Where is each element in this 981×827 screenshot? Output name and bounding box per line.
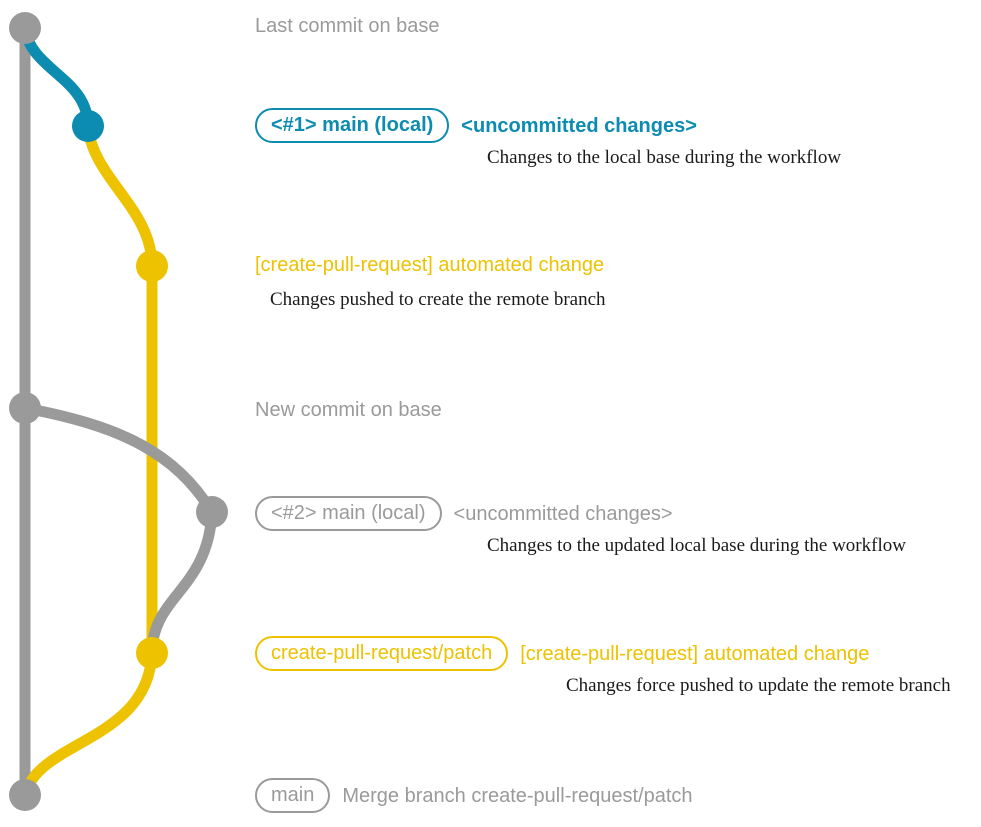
graph-node-local-2 <box>196 496 228 528</box>
headline-automated-change-1: [create-pull-request] automated change <box>255 254 605 276</box>
branch-tag-main-local-2[interactable]: <#2> main (local) <box>255 496 442 531</box>
description-automated-change-2: Changes force pushed to update the remot… <box>566 675 951 696</box>
description-local-uncommitted-1: Changes to the local base during the wor… <box>487 147 842 168</box>
branch-tag-main[interactable]: main <box>255 778 331 813</box>
graph-edge-base-to-local1 <box>19 22 94 132</box>
row-automated-change-1: [create-pull-request] automated change <box>255 255 604 275</box>
description-automated-change-1: Changes pushed to create the remote bran… <box>270 289 606 310</box>
headline-uncommitted-changes-2: <uncommitted changes> <box>453 502 673 525</box>
graph-node-local-1 <box>72 110 104 142</box>
row-local-uncommitted-1: <#1> main (local) <uncommitted changes> <box>255 108 697 143</box>
row-automated-change-2: create-pull-request/patch [create-pull-r… <box>255 636 869 671</box>
description-local-uncommitted-2: Changes to the updated local base during… <box>487 535 906 556</box>
graph-edge-local1-to-patch1 <box>82 120 158 272</box>
graph-edge-base-to-local2 <box>19 402 218 518</box>
headline-uncommitted-changes-1: <uncommitted changes> <box>461 114 697 137</box>
caption-last-commit-on-base: Last commit on base <box>255 15 440 37</box>
row-merge-commit: main Merge branch create-pull-request/pa… <box>255 778 693 813</box>
row-local-uncommitted-2: <#2> main (local) <uncommitted changes> <box>255 496 673 531</box>
graph-edge-local2-to-patch2 <box>146 506 218 659</box>
graph-edge-patch2-to-merge <box>19 647 158 801</box>
branch-tag-create-pull-request-patch[interactable]: create-pull-request/patch <box>255 636 509 671</box>
graph-node-base-new <box>9 392 41 424</box>
caption-new-commit-on-base: New commit on base <box>255 399 442 421</box>
graph-node-patch-1 <box>136 250 168 282</box>
graph-node-base-merge <box>9 779 41 811</box>
graph-node-patch-2 <box>136 637 168 669</box>
headline-automated-change-2: [create-pull-request] automated change <box>520 642 870 665</box>
graph-node-base-head <box>9 12 41 44</box>
headline-merge-commit: Merge branch create-pull-request/patch <box>342 784 693 807</box>
branch-tag-main-local-1[interactable]: <#1> main (local) <box>255 108 450 143</box>
